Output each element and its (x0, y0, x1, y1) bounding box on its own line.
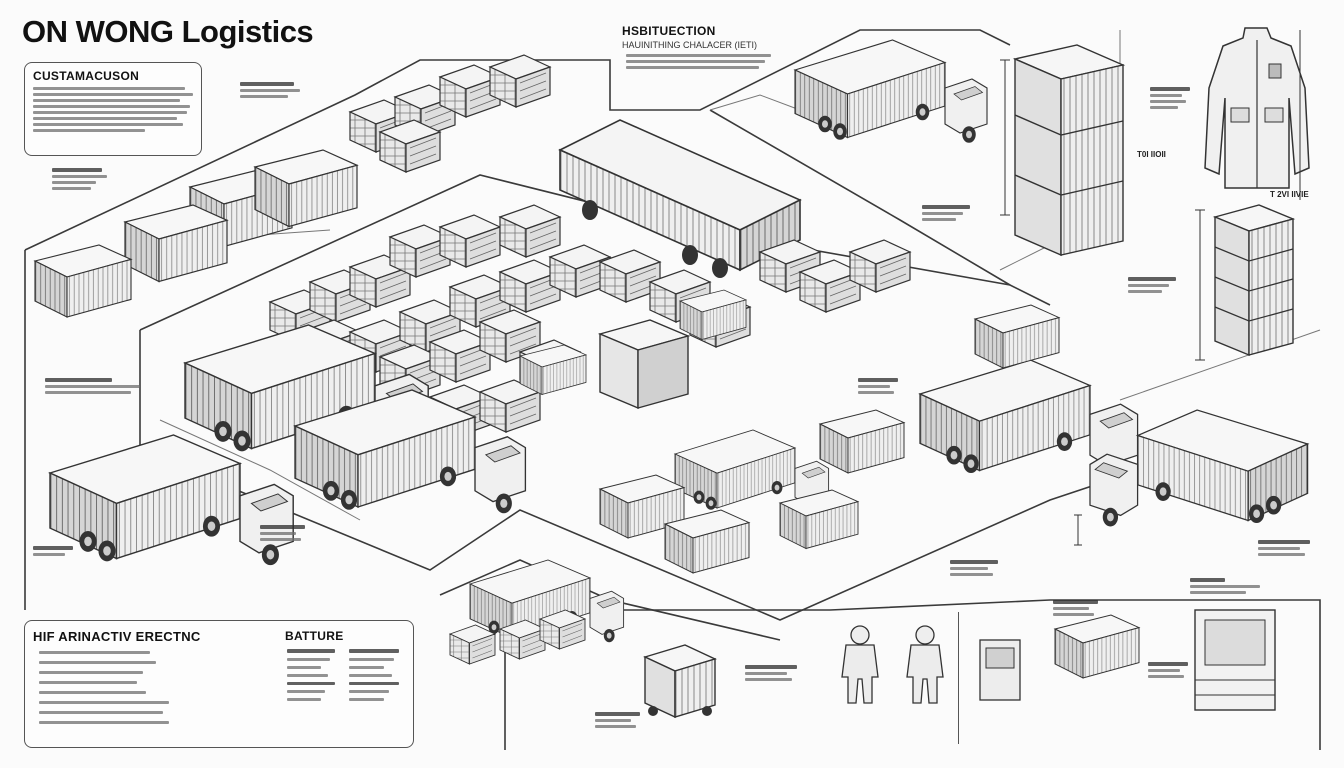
dimension-marks (1000, 30, 1301, 546)
inspection-heading: HSBITUECTION (622, 24, 716, 38)
equipment-frame (958, 612, 959, 744)
crate-stack-icon (1212, 204, 1296, 357)
batture-heading: BATTURE (285, 629, 344, 643)
hire-panel-list (39, 651, 169, 724)
annotation-block (1190, 578, 1260, 594)
container-icon (124, 204, 228, 283)
annotation-block (595, 712, 640, 728)
crate-stack-icon (449, 624, 496, 665)
container-icon (1054, 614, 1140, 679)
crate-stack-icon (489, 54, 551, 108)
customer-panel-text (33, 87, 193, 132)
hazmat-suit-icon (841, 625, 879, 704)
annotation-block (240, 82, 300, 98)
inspection-text (626, 54, 771, 69)
container-icon (974, 304, 1060, 369)
container-icon (254, 149, 358, 228)
customer-panel-heading: CUSTAMACUSON (33, 69, 140, 83)
truck-icon (49, 434, 294, 566)
jacket-icon (1204, 27, 1310, 189)
page-title: ON WONG Logistics (22, 14, 314, 49)
customer-panel: CUSTAMACUSON (24, 62, 202, 156)
container-icon (34, 244, 132, 318)
annotation-block (45, 378, 140, 394)
annotation-block (1148, 662, 1188, 678)
annotation-block (1128, 277, 1176, 293)
annotation-block (1258, 540, 1310, 556)
annotation-block (260, 525, 305, 541)
annotation-block (858, 378, 898, 394)
annotation-block (922, 205, 970, 221)
cabinet-icon (1194, 609, 1276, 711)
hire-panel-heading: HIF ARINACTIV ERECTNC (33, 629, 201, 644)
annotation-block (745, 665, 797, 681)
hazmat-suit-icon (906, 625, 944, 704)
cart-icon (643, 644, 717, 719)
inspection-subheading: HAUINITHING CHALACER (IETI) (622, 40, 758, 50)
annotation-block (1150, 87, 1190, 109)
cabinet-icon (979, 639, 1021, 701)
batture-col-1 (287, 649, 335, 701)
hire-panel: HIF ARINACTIV ERECTNC BATTURE (24, 620, 414, 748)
annotation-block (33, 546, 73, 556)
crate-stack-icon (1012, 44, 1126, 257)
trailer-icon (558, 119, 802, 278)
warehouse-shed (597, 319, 691, 410)
annotation-block (1053, 600, 1098, 616)
dimension-label: T 2VI IIVIE (1270, 190, 1309, 199)
truck-icon (794, 39, 988, 144)
dimension-label: T0I IIOII (1137, 150, 1166, 159)
annotation-block (950, 560, 998, 576)
container-icon (779, 489, 859, 549)
annotation-block (52, 168, 107, 190)
container-icon (819, 409, 905, 474)
batture-col-2 (349, 649, 399, 701)
